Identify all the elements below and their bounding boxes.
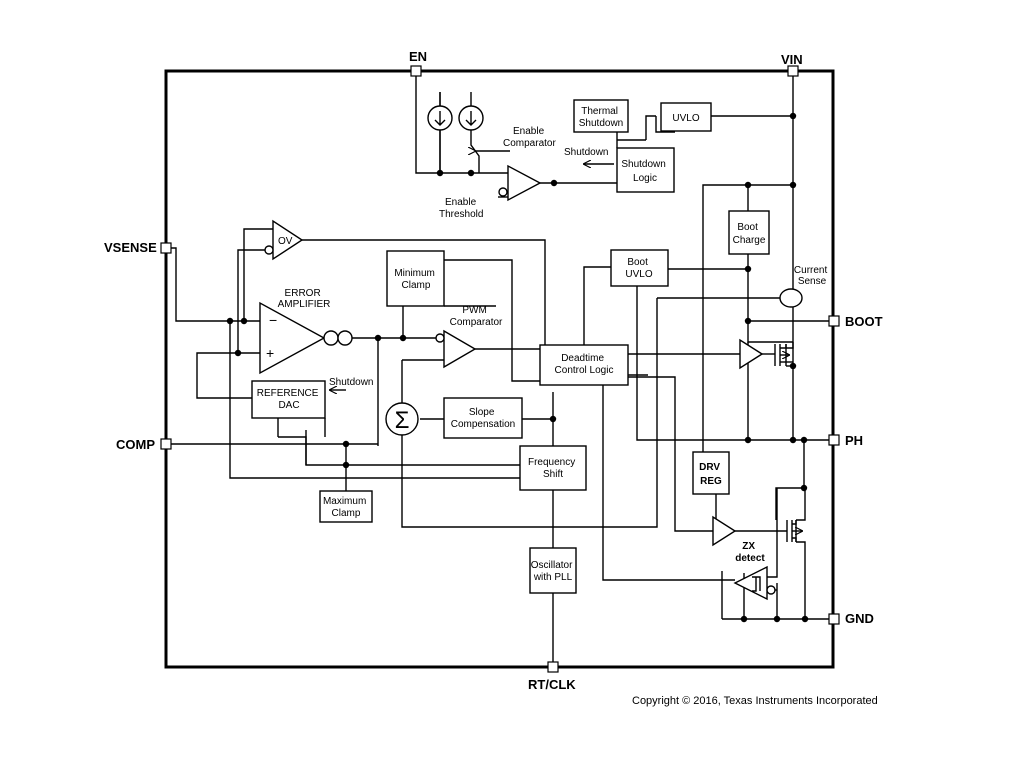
pin-boot: BOOT [845,314,883,329]
shutdown-arrow-label: Shutdown [564,147,608,158]
enable-comparator-label: Enable Comparator [503,126,556,149]
low-side-mosfet-icon [786,520,802,542]
uvlo-label: UVLO [672,113,699,124]
zx-detect-bubble [766,585,776,595]
error-amplifier-label: ERROR AMPLIFIER [278,288,331,310]
sigma-icon: Σ [395,407,410,434]
pin-ph: PH [845,433,863,448]
amp-output-circle-1 [323,330,339,346]
shutdown-logic-block [616,147,675,193]
current-source-1 [427,92,453,173]
junction-dots [226,112,809,623]
current-sense-icon [779,288,803,308]
pin-en: EN [409,49,427,64]
maximum-clamp-block [319,490,373,523]
copyright-notice: Copyright © 2016, Texas Instruments Inco… [632,695,878,707]
oscillator-label: Oscillator with PLL [531,560,575,583]
slope-compensation-label: Slope Compensation [451,407,515,430]
deadtime-control-label: Deadtime Control Logic [555,353,614,376]
slope-compensation-block [443,397,523,439]
ov-label: OV [278,236,293,247]
pin-comp: COMP [116,437,155,452]
dac-comp-wire [278,436,307,465]
oscillator-block [529,547,577,594]
current-sense-label: Current Sense [794,265,830,287]
low-side-driver [712,515,737,547]
zx-hysteresis-icon [752,576,761,592]
boot-uvlo-block [610,249,669,287]
amp-plus: + [266,345,274,361]
boot-uvlo-label: Boot UVLO [625,257,652,280]
maximum-clamp-label: Maximum Clamp [323,496,369,519]
dac-shutdown-label: Shutdown [329,377,373,388]
error-amplifier [259,301,326,375]
wires [170,76,831,663]
pin-vin: VIN [781,52,803,67]
zx-detect-comparator [733,565,768,601]
pwm-comparator [435,329,477,369]
reference-dac-label: REFERENCE DAC [257,388,321,411]
drv-reg-block [692,451,730,495]
pin-rtclk: RT/CLK [528,677,576,692]
amp-minus: − [269,312,277,328]
boot-charge-label: Boot Charge [733,222,766,246]
enable-threshold-label: Enable Threshold [439,197,483,220]
boot-charge-block [728,210,770,255]
amp-output-circle-2 [337,330,353,346]
zx-detect-label: ZX detect [735,541,765,564]
ic-boundary [164,69,835,669]
thermal-shutdown-block [573,99,629,133]
high-side-mosfet-icon [774,342,794,366]
zx-sense-wire [767,488,778,578]
frequency-shift-label: Frequency Shift [528,457,578,480]
pwm-comparator-label: PWM Comparator [450,305,503,328]
thermal-shutdown-label: Thermal Shutdown [579,106,623,129]
reference-dac-block [251,380,326,419]
frequency-shift-block [519,445,587,491]
summing-node [385,402,419,436]
minimum-clamp-label: Minimum Clamp [394,268,437,291]
drv-reg-label: DRV REG [699,462,723,487]
uvlo-block [660,102,712,132]
pin-vsense: VSENSE [104,240,157,255]
deadtime-control-block [539,344,629,386]
minimum-clamp-block [386,250,445,307]
high-side-driver [739,338,764,370]
pin-gnd: GND [845,611,874,626]
shutdown-logic-label: Shutdown Logic [621,159,668,184]
current-source-2 [458,105,484,131]
enable-comparator [498,164,542,202]
ov-comparator [264,219,304,261]
pin-squares [160,65,840,673]
